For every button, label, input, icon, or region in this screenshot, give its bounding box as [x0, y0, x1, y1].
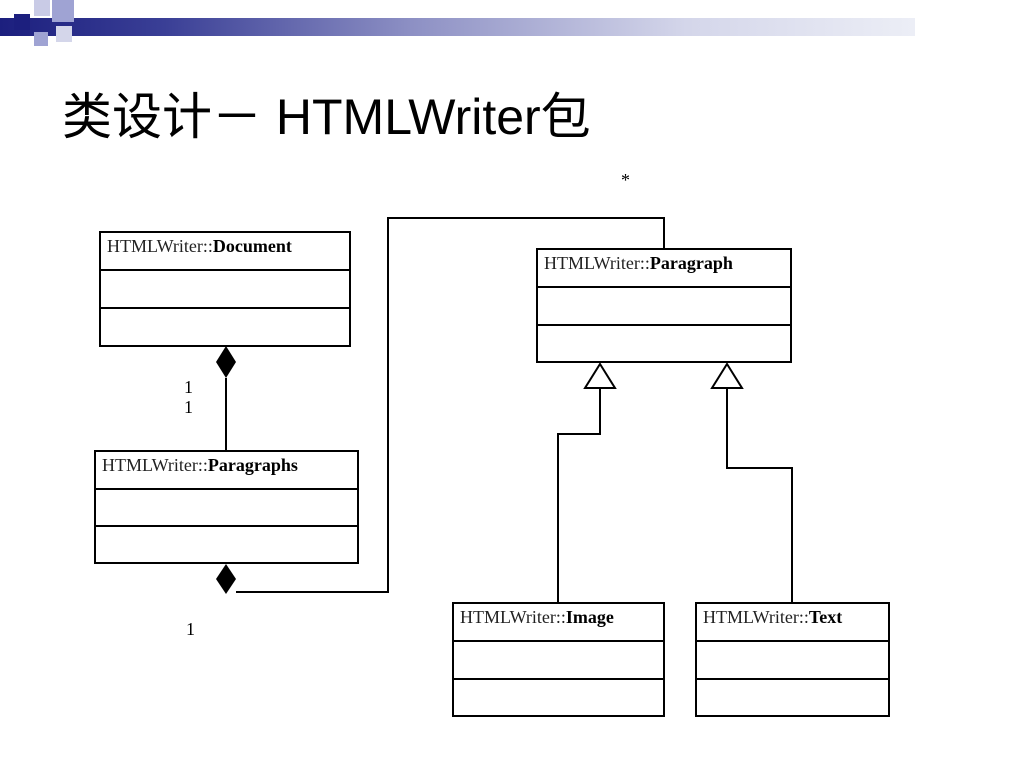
header-square-light	[34, 0, 50, 16]
multiplicity-paragraph: *	[621, 170, 630, 190]
header-square-lavender-2	[34, 32, 48, 46]
inheritance-line-text	[726, 388, 793, 603]
class-name-paragraphs: HTMLWriter::Paragraphs	[96, 452, 357, 490]
class-attributes-paragraph	[538, 288, 790, 326]
multiplicity-document-1: 1	[184, 377, 193, 397]
slide-title: 类设计－ HTMLWriter包	[62, 89, 591, 145]
multiplicity-paragraphs: 1	[186, 619, 195, 639]
inheritance-arrow-image	[583, 362, 617, 389]
class-text: HTMLWriter::Text	[695, 602, 890, 717]
class-methods-text	[697, 680, 888, 716]
class-attributes-image	[454, 642, 663, 680]
class-attributes-text	[697, 642, 888, 680]
class-paragraph: HTMLWriter::Paragraph	[536, 248, 792, 363]
inheritance-line-image	[557, 388, 601, 603]
composition-diamond-paragraphs	[216, 564, 236, 594]
class-attributes-document	[101, 271, 349, 309]
header-square-light-2	[56, 26, 72, 42]
class-image: HTMLWriter::Image	[452, 602, 665, 717]
class-methods-paragraphs	[96, 527, 357, 562]
multiplicity-document-2: 1	[184, 397, 193, 417]
composition-line-paragraphs-paragraph	[236, 217, 665, 593]
header-gradient-bar	[0, 18, 915, 36]
class-name-text: HTMLWriter::Text	[697, 604, 888, 642]
class-methods-document	[101, 309, 349, 345]
header-square-lavender	[52, 0, 74, 22]
header-square-navy	[14, 14, 30, 30]
inheritance-arrow-text	[710, 362, 744, 389]
class-attributes-paragraphs	[96, 490, 357, 527]
class-name-image: HTMLWriter::Image	[454, 604, 663, 642]
composition-diamond-document	[216, 346, 236, 378]
class-methods-paragraph	[538, 326, 790, 362]
class-methods-image	[454, 680, 663, 716]
class-name-document: HTMLWriter::Document	[101, 233, 349, 271]
class-document: HTMLWriter::Document	[99, 231, 351, 347]
class-name-paragraph: HTMLWriter::Paragraph	[538, 250, 790, 288]
class-paragraphs: HTMLWriter::Paragraphs	[94, 450, 359, 564]
